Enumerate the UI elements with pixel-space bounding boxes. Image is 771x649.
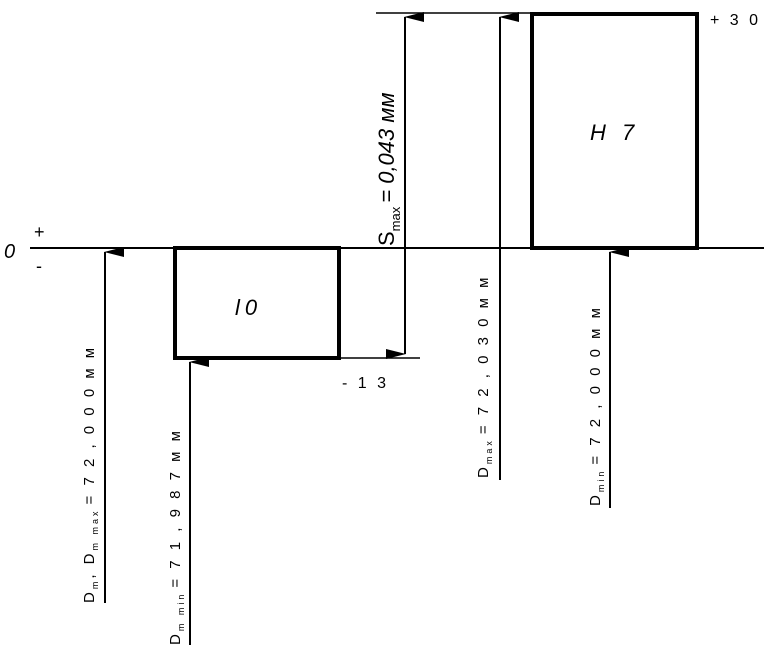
shaft-zone-label: l0: [235, 295, 262, 320]
smax-label: Smax= 0,043 мм: [374, 92, 403, 246]
minus-sign: -: [36, 256, 42, 276]
dmax-label: Dmax= 7 2 , 0 3 0 м м: [475, 275, 494, 478]
dmin-label: Dmin= 7 2 , 0 0 0 м м: [587, 305, 606, 506]
hole-upper-deviation: + 3 0: [710, 12, 761, 29]
shaft-lower-deviation: - 1 3: [342, 375, 389, 392]
shaft-tolerance-zone: [173, 246, 341, 360]
nominal-label: Dm, Dm max= 7 2 , 0 0 0 м м: [81, 345, 100, 603]
plus-sign: +: [34, 222, 45, 242]
shaft-min-label: Dm min= 7 1 , 9 8 7 м м: [167, 428, 186, 645]
zero-label: 0: [4, 241, 15, 263]
hole-zone-label: H 7: [590, 120, 639, 145]
